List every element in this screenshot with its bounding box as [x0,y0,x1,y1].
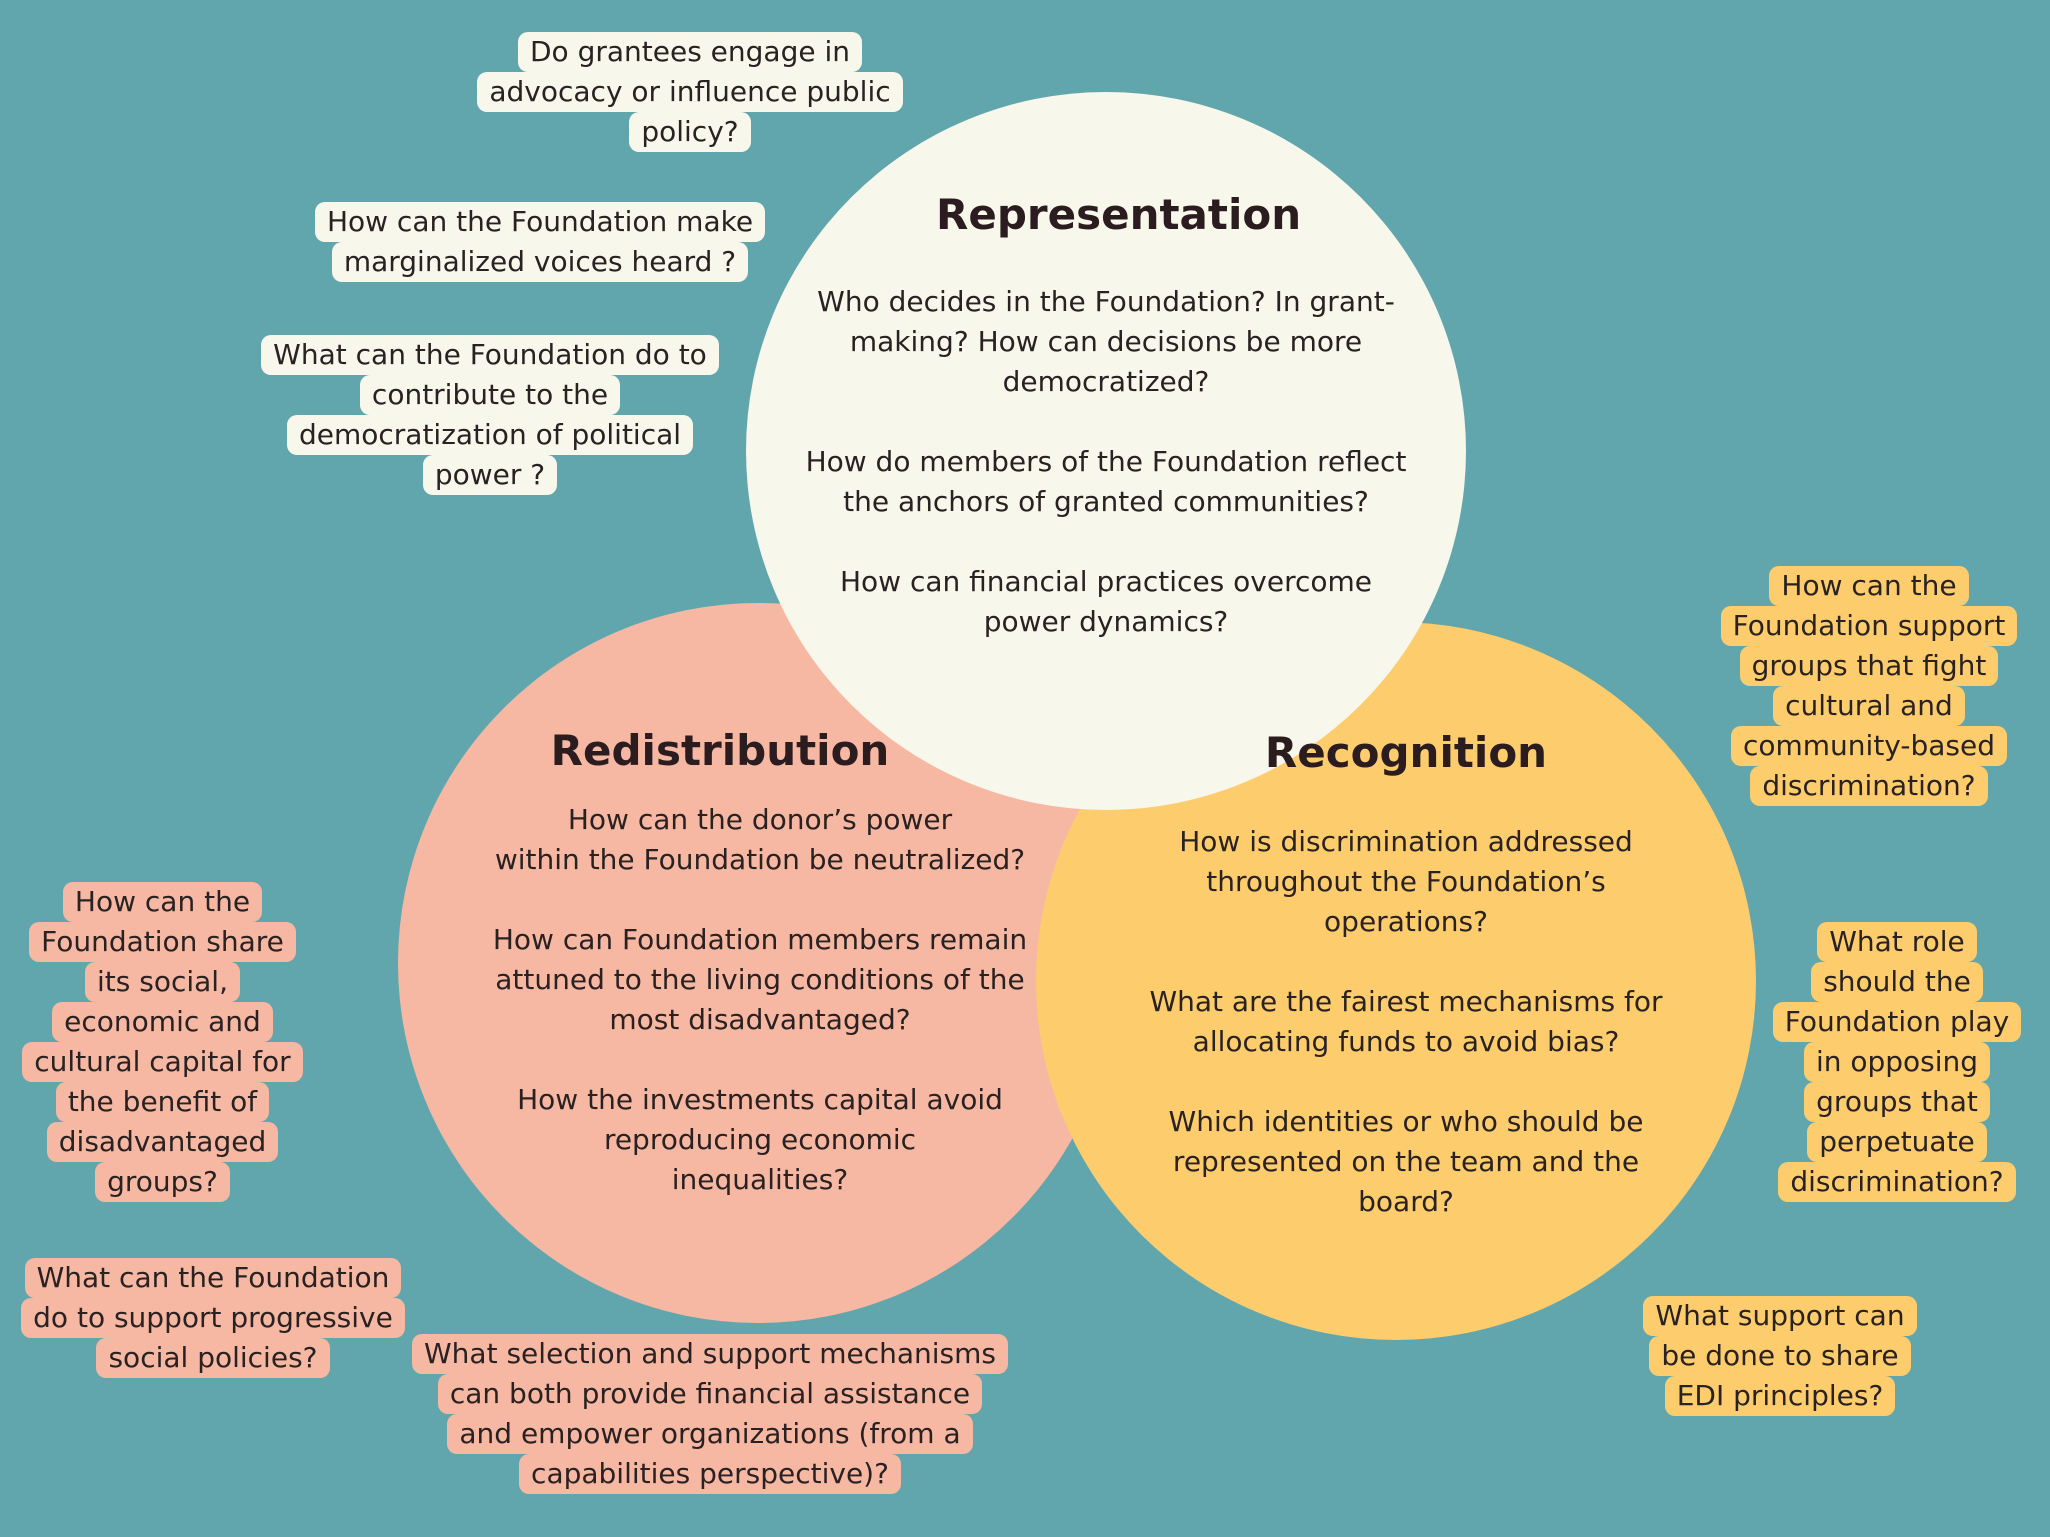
bubble-line: How can the [1769,566,1969,606]
bubble-line: in opposing [1803,1042,1991,1082]
bubble-line: cultural and [1773,686,1965,726]
bubble-line: Foundation share [29,922,296,962]
bubble-line: marginalized voices heard ? [331,242,749,282]
bubble-line: and empower organizations (from a [447,1414,973,1454]
bubble-line: How can the [62,882,263,922]
bubble-line: Foundation play [1772,1002,2022,1042]
representation-question-2: How do members of the Foundation reflect… [805,445,1407,518]
voices-bubble: How can the Foundation make marginalized… [300,202,780,282]
bubble-line: What can the Foundation do to [261,335,719,375]
bubble-line: economic and [52,1002,273,1042]
representation-title: Representation [936,190,1302,239]
redistribution-question-1: How can the donor’s power within the Fou… [494,803,1026,876]
selection-mechanisms-bubble: What selection and support mechanisms ca… [410,1334,1010,1494]
bubble-line: groups that [1804,1082,1990,1122]
bubble-line: contribute to the [359,375,621,415]
representation-circle [746,92,1466,810]
bubble-line: What selection and support mechanisms [412,1334,1008,1374]
bubble-line: can both provide financial assistance [437,1374,983,1414]
recognition-question-2: What are the fairest mechanisms for allo… [1149,985,1663,1058]
bubble-line: the benefit of [55,1082,270,1122]
bubble-line: policy? [629,112,751,152]
bubble-line: disadvantaged [46,1122,279,1162]
advocacy-bubble: Do grantees engage in advocacy or influe… [460,32,920,152]
bubble-line: social policies? [96,1338,330,1378]
bubble-line: How can the Foundation make [314,202,766,242]
bubble-line: What role [1817,922,1977,962]
bubble-line: be done to share [1649,1336,1911,1376]
representation-question-1: Who decides in the Foundation? In grant-… [817,285,1395,398]
bubble-line: should the [1811,962,1983,1002]
bubble-line: What can the Foundation [24,1258,402,1298]
recognition-questions: How is discrimination addressed througho… [1126,822,1686,1222]
redistribution-question-3: How the investments capital avoid reprod… [517,1083,1003,1196]
bubble-line: discrimination? [1750,766,1988,806]
bubble-line: groups? [95,1162,230,1202]
recognition-question-1: How is discrimination addressed througho… [1179,825,1633,938]
bubble-line: its social, [85,962,240,1002]
recognition-title: Recognition [1264,728,1548,777]
bubble-line: EDI principles? [1664,1376,1896,1416]
share-capital-bubble: How can the Foundation share its social,… [10,882,315,1202]
bubble-line: groups that fight [1739,646,1999,686]
bubble-line: democratization of political [286,415,694,455]
progressive-policies-bubble: What can the Foundation do to support pr… [18,1258,408,1378]
edi-principles-bubble: What support can be done to share EDI pr… [1630,1296,1930,1416]
bubble-line: power ? [422,455,558,495]
fight-discrimination-bubble: How can the Foundation support groups th… [1716,566,2022,806]
bubble-line: perpetuate [1807,1122,1987,1162]
redistribution-question-2: How can Foundation members remain attune… [492,923,1028,1036]
redistribution-questions: How can the donor’s power within the Fou… [480,800,1040,1200]
bubble-line: Foundation support [1720,606,2018,646]
bubble-line: advocacy or influence public [477,72,903,112]
bubble-line: discrimination? [1778,1162,2016,1202]
democratization-bubble: What can the Foundation do to contribute… [250,335,730,495]
bubble-line: Do grantees engage in [517,32,863,72]
bubble-line: capabilities perspective)? [519,1454,901,1494]
recognition-question-3: Which identities or who should be repres… [1168,1105,1644,1218]
redistribution-title: Redistribution [550,726,890,775]
opposing-groups-bubble: What role should the Foundation play in … [1762,922,2032,1202]
bubble-line: What support can [1643,1296,1917,1336]
bubble-line: cultural capital for [22,1042,303,1082]
bubble-line: do to support progressive [21,1298,405,1338]
representation-questions: Who decides in the Foundation? In grant-… [796,282,1416,642]
bubble-line: community-based [1730,726,2008,766]
representation-question-3: How can financial practices overcome pow… [839,565,1373,638]
